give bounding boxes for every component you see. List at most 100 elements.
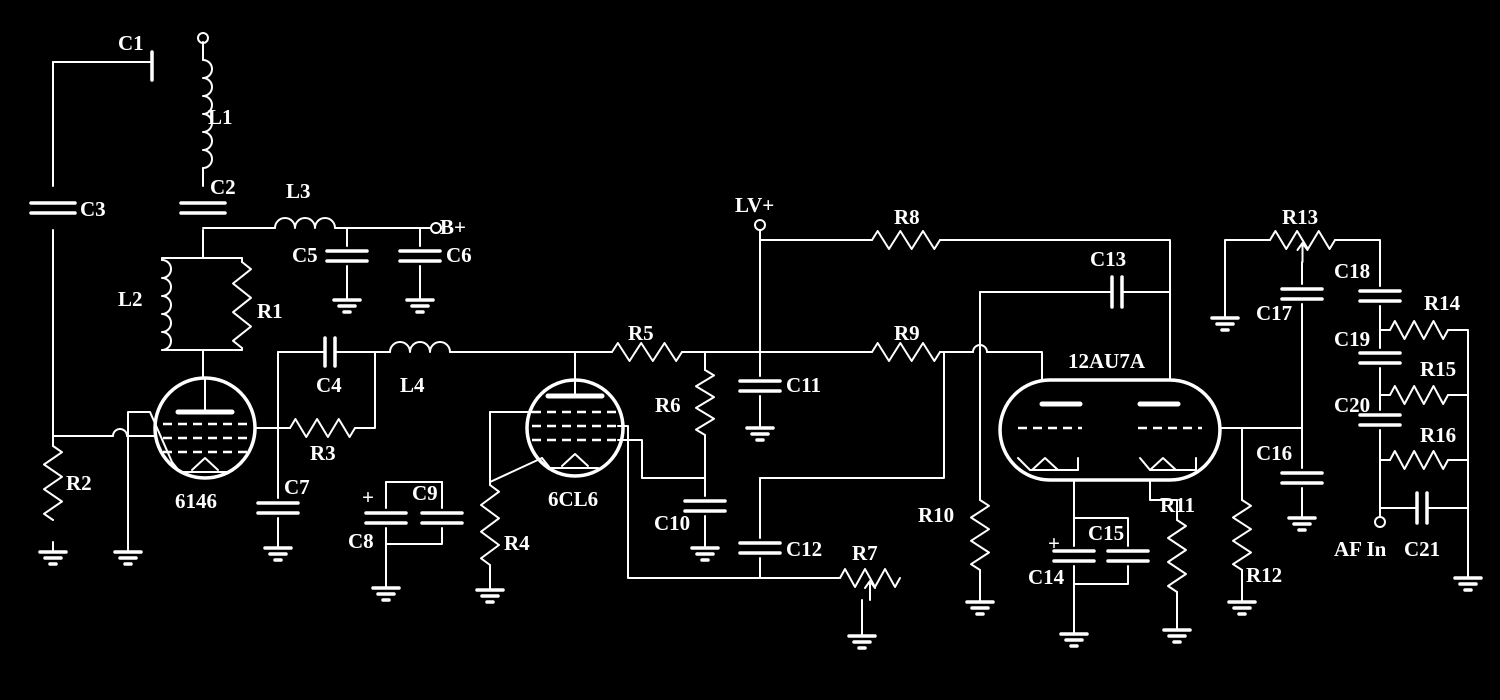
label-12AU7A: 12AU7A [1068,349,1146,373]
ground-symbol [1287,507,1317,532]
label-C8: C8 [348,529,374,553]
capacitor-C9 [420,511,464,525]
wire [1334,239,1381,287]
resistor-R8 [871,230,941,250]
ground-symbol [965,591,995,616]
label-R10: R10 [918,503,954,527]
resistor-R1 [232,261,252,349]
label-C5: C5 [292,243,318,267]
components [29,32,1483,650]
label-C2: C2 [210,175,236,199]
label-C19: C19 [1334,327,1370,351]
wire [127,411,173,543]
label-plus-C8: + [362,485,374,509]
resistor-R9 [871,342,941,362]
label-L1: L1 [208,105,233,129]
capacitor-C3 [29,201,77,215]
capacitor-C12 [738,541,782,555]
resistor-R16 [1389,450,1449,470]
wire [617,439,706,479]
ground-symbol [371,577,401,602]
ground-symbol [113,541,143,566]
label-C13: C13 [1090,247,1126,271]
ground-symbol [1162,619,1192,644]
inductor-L2 [161,259,172,351]
label-R8: R8 [894,205,920,229]
inductor-L3 [274,217,336,229]
terminal-LV-plus [754,219,766,231]
resistor-R12 [1232,499,1252,571]
label-C11: C11 [786,373,821,397]
capacitor-C21 [1415,491,1429,525]
ground-symbol [1227,591,1257,616]
label-C18: C18 [1334,259,1370,283]
capacitor-C16 [1280,471,1324,485]
label-R1: R1 [257,299,283,323]
capacitor-C5 [325,249,369,263]
tube-6146 [153,376,257,480]
label-R15: R15 [1420,357,1456,381]
component-labels: C1 L1 C2 C3 L3 B+ C5 C6 L2 R1 C4 L4 R3 R… [66,31,1461,589]
wire [986,351,1043,381]
inductor-L1 [202,59,213,169]
capacitor-C8 [364,511,408,525]
ground-symbol [263,537,293,562]
wire [1447,329,1469,569]
ground-symbol [1059,623,1089,648]
terminal-AF-in [1374,516,1386,528]
capacitor-C14 [1052,549,1096,563]
tube-12AU7A [998,378,1222,482]
wire-crossover [112,428,128,437]
label-C21: C21 [1404,537,1440,561]
capacitor-C7 [256,501,300,515]
resistor-R5 [611,342,683,362]
resistor-R15 [1389,385,1449,405]
label-C10: C10 [654,511,690,535]
wire [1149,479,1178,521]
label-plus-C14: + [1048,531,1060,555]
label-6146: 6146 [175,489,217,513]
label-AF-in: AF In [1334,537,1387,561]
label-B-plus: B+ [440,215,466,239]
label-C16: C16 [1256,441,1292,465]
wire [1219,427,1243,501]
ground-symbol [1453,567,1483,592]
capacitor-C2 [179,201,227,215]
label-C12: C12 [786,537,822,561]
label-R12: R12 [1246,563,1282,587]
resistor-R2 [43,445,63,521]
label-R3: R3 [310,441,336,465]
label-R2: R2 [66,471,92,495]
resistor-R10 [970,499,990,571]
resistor-R3 [289,418,356,438]
wire [1073,517,1129,547]
capacitor-C19 [1358,351,1402,365]
wire [939,239,1171,381]
terminal-B-plus [430,222,442,234]
wire [354,351,376,429]
wire [1073,565,1129,585]
ground-symbol [475,579,505,604]
ground-symbol [745,417,775,442]
capacitor-C20 [1358,413,1402,427]
capacitor-C13 [1110,275,1124,309]
label-R11: R11 [1160,493,1195,517]
ground-symbol [332,289,362,314]
ground-symbol [405,289,435,314]
wires [52,41,1469,627]
label-C1: C1 [118,31,144,55]
capacitor-C18 [1358,289,1402,303]
label-C9: C9 [412,481,438,505]
label-LV-plus: LV+ [735,193,774,217]
wire [1224,239,1271,309]
label-L2: L2 [118,287,143,311]
capacitor-C10 [683,499,727,513]
label-C6: C6 [446,243,472,267]
terminal-L1-top [197,32,209,44]
tube-6CL6 [525,361,625,478]
label-L3: L3 [286,179,311,203]
potentiometer-R13 [1269,230,1336,263]
capacitor-C17 [1280,287,1324,301]
capacitor-C11 [738,379,782,393]
